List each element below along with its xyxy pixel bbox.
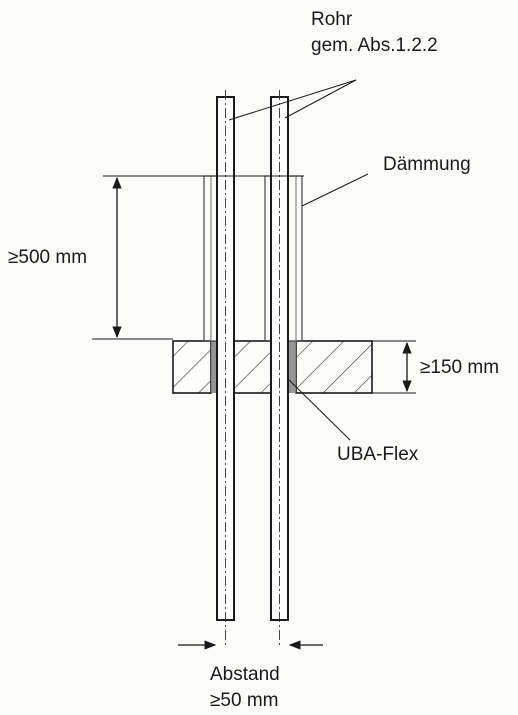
label-abstand-value: ≥50 mm [210, 690, 279, 711]
label-dimension-500: ≥500 mm [8, 247, 88, 268]
leader-daemmung [301, 173, 369, 207]
label-dimension-150: ≥150 mm [420, 357, 500, 378]
label-uba-flex: UBA-Flex [337, 444, 419, 465]
slab-middle [233, 340, 273, 394]
leader-uba-flex [286, 377, 351, 441]
leader-rohr-right [284, 79, 357, 119]
slab-right [295, 340, 373, 394]
slab-left [172, 340, 212, 394]
label-daemmung: Dämmung [383, 154, 471, 175]
label-abstand: Abstand [210, 664, 280, 685]
leader-rohr-left [228, 79, 357, 121]
label-rohr: Rohr [311, 9, 353, 30]
label-rohr-spec: gem. Abs.1.2.2 [311, 35, 438, 56]
